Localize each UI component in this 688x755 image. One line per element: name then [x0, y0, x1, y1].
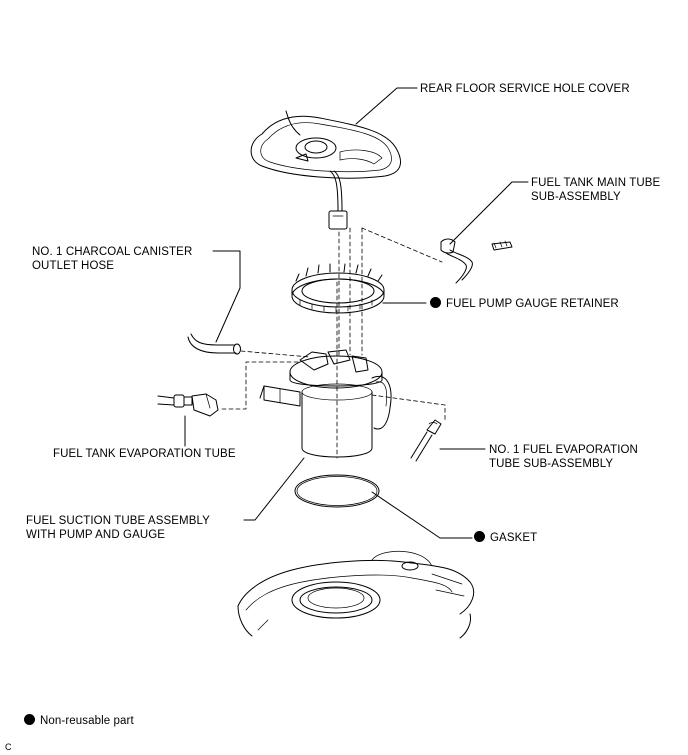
label-fuel-suction-line1: FUEL SUCTION TUBE ASSEMBLY [26, 515, 210, 527]
alignment-lines [221, 227, 446, 459]
service-hole-cover [250, 110, 402, 230]
fuel-suction-tube-assembly [259, 349, 392, 458]
label-gasket: GASKET [474, 531, 537, 545]
label-fuel-evaporation-tube-line1: NO. 1 FUEL EVAPORATION [489, 444, 638, 456]
fuel-evaporation-tube [410, 419, 442, 462]
label-charcoal-canister-line1: NO. 1 CHARCOAL CANISTER [32, 246, 193, 258]
label-rear-floor-service-hole-cover: REAR FLOOR SERVICE HOLE COVER [420, 83, 630, 95]
figure-code: C [5, 742, 12, 752]
fuel-tank-top [237, 550, 475, 639]
label-fuel-pump-gauge-retainer: FUEL PUMP GAUGE RETAINER [430, 297, 619, 311]
label-fuel-tank-main-tube-line1: FUEL TANK MAIN TUBE [531, 177, 661, 189]
legend-text: Non-reusable part [40, 715, 134, 727]
fuel-tank-evaporation-tube [157, 393, 219, 417]
label-fuel-tank-main-tube-line2: SUB-ASSEMBLY [531, 191, 621, 203]
label-charcoal-canister-line2: OUTLET HOSE [32, 260, 115, 272]
fuel-tank-main-tube [440, 238, 513, 284]
non-reusable-marker [430, 297, 441, 308]
label-fuel-pump-gauge-retainer-text: FUEL PUMP GAUGE RETAINER [446, 298, 619, 310]
non-reusable-marker [474, 531, 485, 542]
charcoal-canister-outlet-hose [187, 333, 241, 355]
legend-non-reusable: Non-reusable part [24, 714, 134, 728]
legend-marker [24, 714, 35, 725]
label-gasket-text: GASKET [490, 532, 538, 544]
fuel-pump-gauge-retainer [291, 263, 385, 314]
label-fuel-tank-evaporation-tube: FUEL TANK EVAPORATION TUBE [53, 448, 236, 460]
label-fuel-suction-line2: WITH PUMP AND GAUGE [26, 529, 166, 541]
leader-lines [184, 87, 529, 539]
gasket [294, 474, 380, 508]
label-fuel-evaporation-tube-line2: TUBE SUB-ASSEMBLY [489, 458, 614, 470]
